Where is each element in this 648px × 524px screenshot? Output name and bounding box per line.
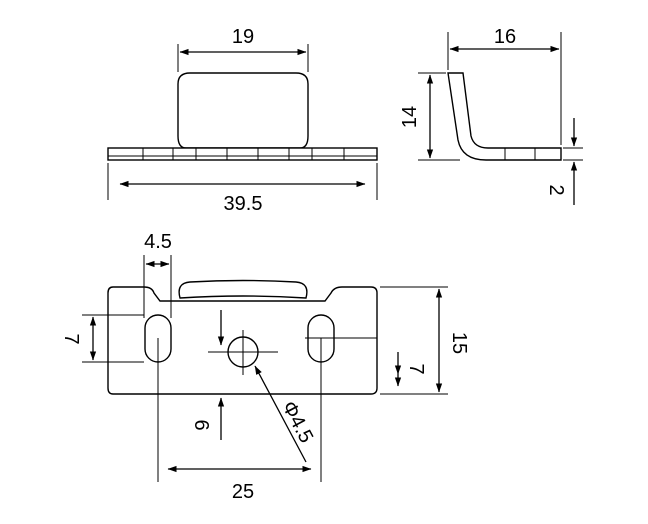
dim-depth: 16	[447, 26, 562, 145]
dim-hole-diameter-label: Φ4.5	[277, 398, 317, 447]
dim-height-side: 14	[399, 72, 460, 161]
dim-slot-spacing-label: 25	[232, 481, 254, 503]
dim-tab-width: 19	[177, 26, 309, 72]
centerlines	[157, 330, 377, 482]
top-view-segments	[142, 148, 345, 160]
dim-edge-offset-label: 4.5	[144, 231, 172, 253]
dim-slot-length-left-label: 7	[60, 333, 82, 344]
front-view-tab	[178, 279, 308, 299]
dim-thickness: 2	[545, 118, 583, 205]
dim-tab-width-label: 19	[232, 26, 254, 48]
dim-height-side-label: 14	[399, 106, 421, 128]
dim-hole-offset-label: 6	[190, 419, 212, 430]
dim-thickness-label: 2	[545, 184, 567, 195]
top-view: 19 39.5	[107, 26, 378, 215]
dim-slot-length-right: 7	[394, 352, 427, 387]
top-view-tab	[177, 72, 309, 149]
top-view-base	[107, 147, 378, 161]
dim-height-front: 15	[380, 286, 470, 395]
side-view-profile	[447, 72, 562, 161]
dim-edge-offset: 4.5	[143, 231, 172, 318]
dim-slot-length-left: 7	[60, 314, 144, 363]
side-view: 16 14 2	[399, 26, 583, 205]
dim-slot-length-right-label: 7	[405, 363, 427, 374]
dim-height-front-label: 15	[448, 332, 470, 354]
dim-slot-spacing: 25	[167, 465, 312, 503]
dim-total-length: 39.5	[107, 163, 378, 215]
dim-total-length-label: 39.5	[224, 193, 263, 215]
front-view: 4.5 7 15 7 6	[60, 231, 470, 503]
dim-depth-label: 16	[494, 26, 516, 48]
dim-hole-offset: 6	[190, 310, 225, 440]
